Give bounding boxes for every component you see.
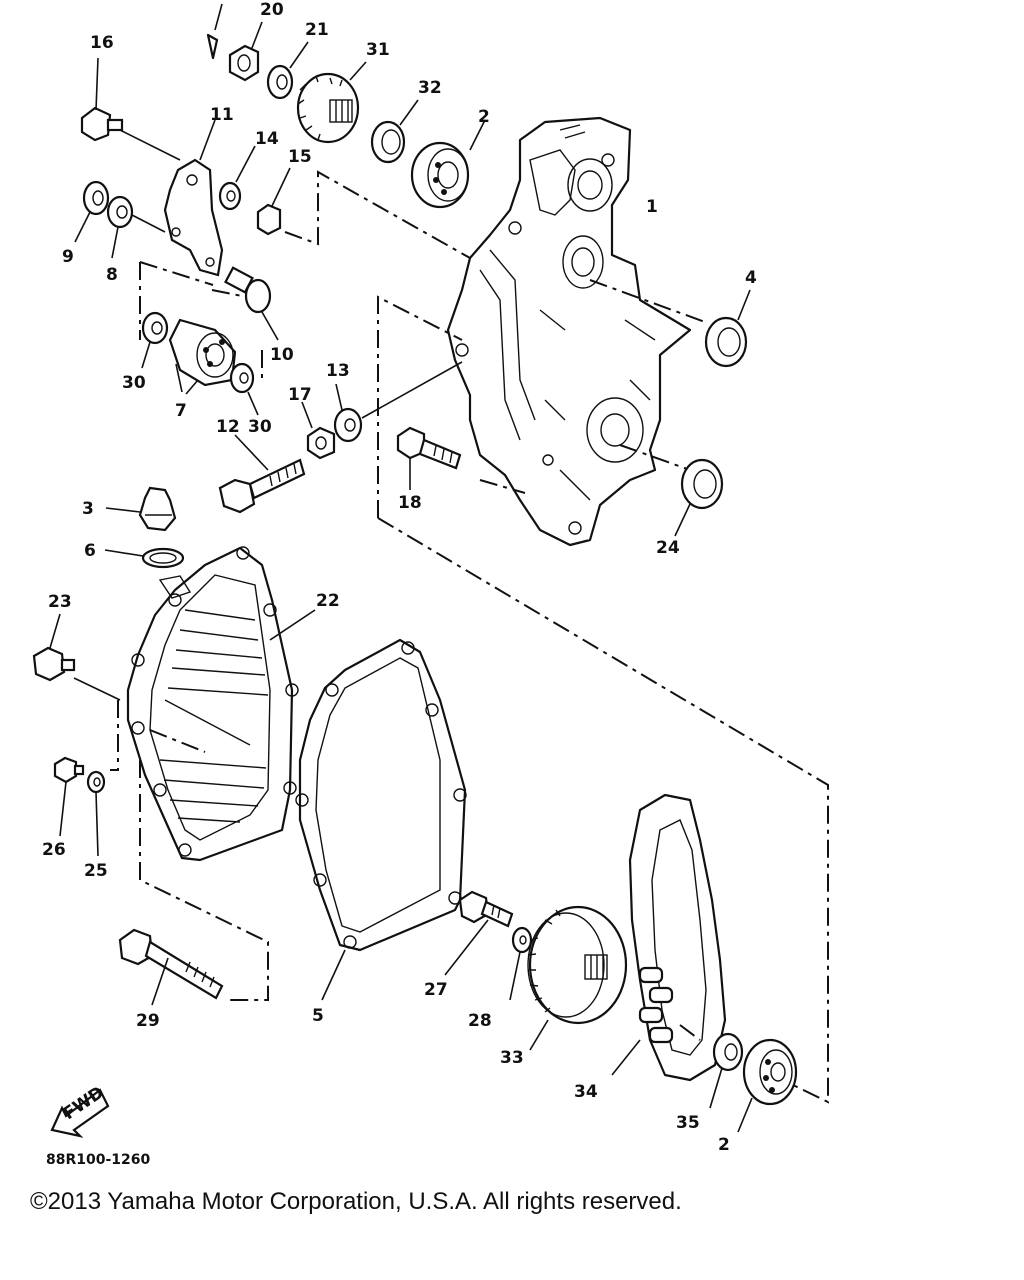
callout-16: 16	[90, 33, 114, 53]
callout-35: 35	[676, 1113, 700, 1133]
bracket-11	[163, 119, 224, 277]
diagram-part-code: 88R100-1260	[46, 1152, 151, 1168]
ring-32	[370, 99, 419, 164]
bolt-12	[218, 434, 306, 514]
pin-10	[224, 266, 279, 341]
plug-3	[105, 486, 177, 532]
seal-4	[704, 289, 751, 368]
sprocket-31	[296, 61, 367, 144]
callout-24: 24	[656, 538, 680, 558]
callout-3: 3	[82, 499, 94, 519]
cover-22	[126, 546, 316, 862]
callout-11: 11	[210, 105, 234, 125]
bearing-lower	[737, 1038, 798, 1133]
callout-5: 5	[312, 1006, 324, 1026]
callout-10: 10	[270, 345, 294, 365]
cotter-pin	[206, 3, 223, 60]
washer-21	[266, 41, 309, 100]
o-ring-6	[104, 547, 185, 569]
collar-13	[333, 361, 463, 443]
callout-numbers: 20 21 31 32 2 16 11 14 15 1 9 8 4 10 30 …	[42, 0, 757, 1155]
bolt-26-washer-25	[53, 756, 106, 857]
bolt-23	[32, 613, 121, 701]
bearing-set-7	[141, 311, 259, 416]
bolt-29	[118, 928, 224, 1006]
nut-20	[228, 21, 263, 82]
nut-15	[256, 167, 291, 236]
callout-13: 13	[326, 361, 350, 381]
callout-21: 21	[305, 20, 329, 40]
callout-14: 14	[255, 129, 279, 149]
seal-24	[674, 458, 724, 537]
callout-2-bottom: 2	[718, 1135, 730, 1155]
callout-15: 15	[288, 147, 312, 167]
callout-31: 31	[366, 40, 390, 60]
callout-30-left: 30	[122, 373, 146, 393]
callout-30-right: 30	[248, 417, 272, 437]
callout-18: 18	[398, 493, 422, 513]
washers-8-9	[74, 180, 166, 259]
bearing-upper	[410, 119, 486, 209]
callout-25: 25	[84, 861, 108, 881]
callout-23: 23	[48, 592, 72, 612]
callout-9: 9	[62, 247, 74, 267]
callout-1: 1	[646, 197, 658, 217]
callout-28: 28	[468, 1011, 492, 1031]
nut-17	[301, 401, 336, 460]
chain-34	[611, 793, 727, 1082]
callout-33: 33	[500, 1048, 524, 1068]
callout-22: 22	[316, 591, 340, 611]
callout-20: 20	[260, 0, 284, 20]
callout-12: 12	[216, 417, 240, 437]
bolt-18	[396, 426, 462, 490]
assembly-guide-lines	[110, 170, 829, 1104]
callout-4: 4	[745, 268, 757, 288]
bolt-16	[80, 57, 181, 161]
callout-27: 27	[424, 980, 448, 1000]
washer-14	[218, 145, 256, 211]
callout-7: 7	[175, 401, 187, 421]
callout-29: 29	[136, 1011, 160, 1031]
forward-arrow-icon: FWD	[50, 1083, 110, 1138]
bolt-27	[444, 890, 514, 976]
callout-32: 32	[418, 78, 442, 98]
main-case-part	[446, 116, 692, 547]
gasket-5	[295, 638, 467, 1001]
gear-33	[527, 905, 628, 1051]
callout-17: 17	[288, 385, 312, 405]
callout-26: 26	[42, 840, 66, 860]
callout-6: 6	[84, 541, 96, 561]
callout-2-top: 2	[478, 107, 490, 127]
callout-8: 8	[106, 265, 118, 285]
copyright-notice: ©2013 Yamaha Motor Corporation, U.S.A. A…	[30, 1188, 682, 1215]
collar-35	[709, 1032, 744, 1109]
callout-34: 34	[574, 1082, 598, 1102]
